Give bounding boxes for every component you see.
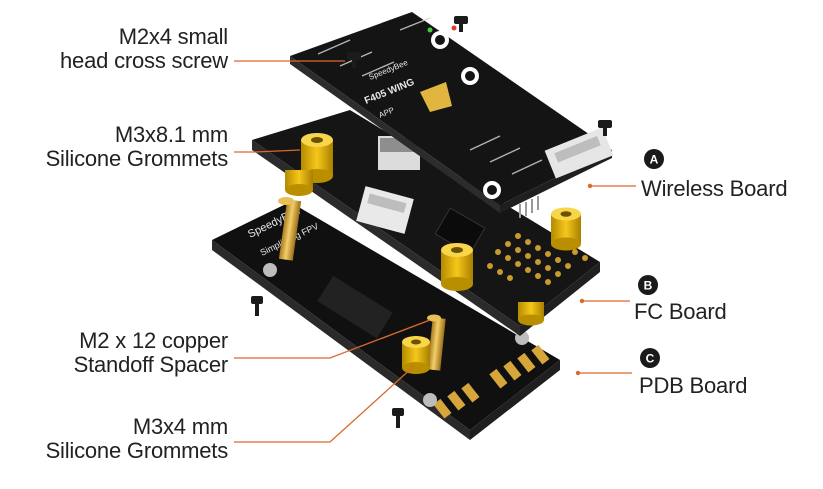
leader-dots xyxy=(575,183,593,376)
callout-grommets-bottom-line1: M3x4 mm xyxy=(132,414,228,439)
brand-logo-icon xyxy=(420,82,452,112)
status-led xyxy=(427,27,433,33)
wireless-board-label: Wireless Board xyxy=(641,176,788,201)
screw-icon xyxy=(598,120,612,128)
standoff-spacer xyxy=(427,317,446,371)
callout-grommets-bottom-line2: Silicone Grommets xyxy=(45,438,229,463)
pdb-board-label: PDB Board xyxy=(639,373,748,398)
callout-grommets-top: M3x8.1 mm Silicone Grommets xyxy=(10,122,229,171)
callout-standoff-line2: Standoff Spacer xyxy=(73,352,229,377)
copper-standoffs xyxy=(278,197,446,371)
callout-standoff-line1: M2 x 12 copper xyxy=(79,328,228,353)
standoff-spacer xyxy=(278,199,302,261)
callout-screw: M2x4 small head cross screw xyxy=(20,25,228,73)
leader-grommets-top xyxy=(234,149,301,153)
callout-grommets-bottom: M3x4 mm Silicone Grommets xyxy=(10,414,229,463)
screw-icon xyxy=(251,296,263,304)
wireless-silk-lines xyxy=(317,17,543,175)
screw-shank xyxy=(603,126,607,136)
screw-icon xyxy=(392,408,404,416)
status-led xyxy=(451,25,457,31)
svg-text:C: C xyxy=(646,352,655,366)
callout-standoff: M2 x 12 copper Standoff Spacer xyxy=(20,328,229,377)
screw-shank xyxy=(459,22,463,32)
screw-shank xyxy=(396,414,400,428)
leader-grommets-bottom xyxy=(234,365,415,443)
top-screws xyxy=(347,16,612,136)
screw-icon xyxy=(454,16,468,24)
callout-grommets-top-line1: M3x8.1 mm xyxy=(114,122,228,147)
leader-lines xyxy=(234,60,636,443)
screw-shank xyxy=(352,58,356,68)
screw-shank xyxy=(255,302,259,316)
badge-a: A xyxy=(644,149,664,169)
pdb-solder-pads xyxy=(433,344,550,419)
screw-icon xyxy=(347,52,361,60)
fc-board-label: FC Board xyxy=(634,299,727,324)
badge-b: B xyxy=(638,275,658,295)
wireless-pins xyxy=(519,196,539,218)
pdb-mount-hole xyxy=(263,263,277,277)
pdb-mount-hole xyxy=(423,393,437,407)
fc-grommets xyxy=(285,133,581,326)
callout-grommets-top-line2: Silicone Grommets xyxy=(45,146,229,171)
bottom-screws xyxy=(251,296,404,428)
callout-screw-line1: M2x4 small xyxy=(118,24,228,49)
lower-grommets xyxy=(402,336,430,374)
svg-text:A: A xyxy=(650,153,659,167)
leader-standoff xyxy=(234,319,431,359)
svg-text:B: B xyxy=(644,279,653,293)
callout-screw-line2: head cross screw xyxy=(60,48,228,73)
badge-c: C xyxy=(640,348,660,368)
wireless-board: SpeedyBee F405 WING APP xyxy=(290,12,614,218)
pdb-connector xyxy=(317,275,393,339)
